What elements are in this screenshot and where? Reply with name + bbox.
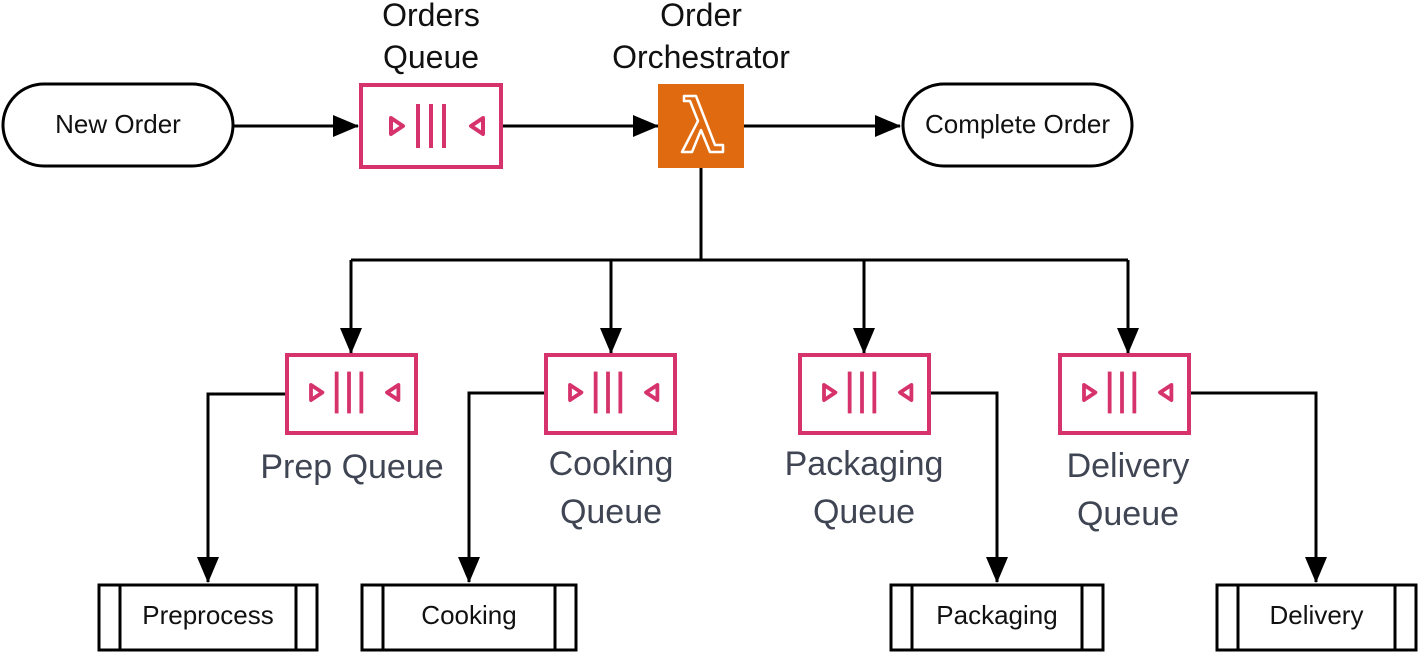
delivery-queue-label-line1: Delivery xyxy=(1066,447,1190,485)
connector-cooking-to-cooking xyxy=(458,391,546,583)
prep-queue-label: Prep Queue xyxy=(242,443,462,491)
delivery-queue-label-line2: Queue xyxy=(1076,495,1180,533)
cooking-queue-label-line2: Queue xyxy=(559,493,663,531)
orders-queue-label-line2: Queue xyxy=(382,39,480,75)
complete-order-terminator xyxy=(901,82,1134,168)
new-order-terminator xyxy=(1,82,235,168)
orders-queue-label-line1: Orders xyxy=(382,0,480,33)
delivery-queue-label: Delivery Queue xyxy=(1028,442,1228,538)
orchestrator-label-line2: Orchestrator xyxy=(612,39,790,75)
prep-queue-icon xyxy=(285,353,418,435)
cooking-queue-icon xyxy=(544,353,677,435)
cooking-queue-label-line1: Cooking xyxy=(548,445,674,483)
connector-delivery-to-delivery xyxy=(1190,391,1327,583)
delivery-box xyxy=(1215,583,1418,652)
connector-prep-to-preprocess xyxy=(197,392,287,583)
orders-queue-label: Orders Queue xyxy=(331,0,531,78)
packaging-queue-label: Packaging Queue xyxy=(754,440,974,536)
preprocess-label: Preprocess xyxy=(142,600,274,630)
connector-packaging-to-packaging xyxy=(930,391,1008,583)
packaging-queue-icon xyxy=(798,353,931,435)
orchestrator-label: Order Orchestrator xyxy=(586,0,816,78)
packaging-label: Packaging xyxy=(936,600,1058,630)
lambda-icon xyxy=(658,84,744,168)
cooking-box xyxy=(360,583,578,652)
packaging-box xyxy=(889,583,1105,652)
delivery-label: Delivery xyxy=(1269,600,1364,630)
prep-queue-label-line1: Prep Queue xyxy=(260,448,444,486)
complete-order-label: Complete Order xyxy=(925,109,1110,139)
preprocess-box xyxy=(97,583,319,652)
new-order-label: New Order xyxy=(55,109,181,139)
packaging-queue-label-line2: Queue xyxy=(812,493,916,531)
orders-queue-icon xyxy=(359,83,503,169)
cooking-label: Cooking xyxy=(421,600,517,630)
cooking-queue-label: Cooking Queue xyxy=(511,440,711,536)
delivery-queue-icon xyxy=(1058,353,1191,435)
packaging-queue-label-line1: Packaging xyxy=(784,445,944,483)
orchestrator-label-line1: Order xyxy=(660,0,742,33)
